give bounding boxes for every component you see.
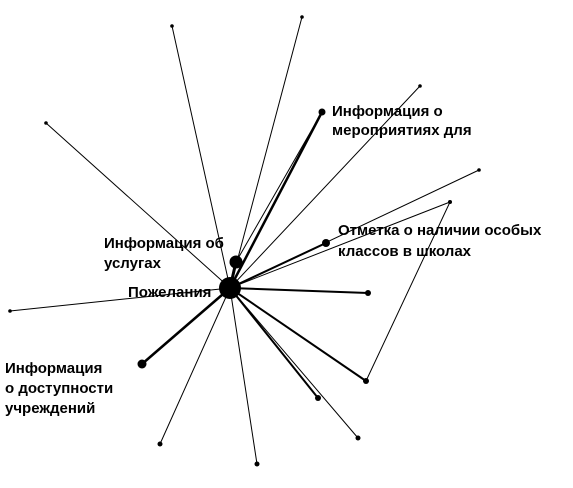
node xyxy=(418,84,422,88)
services-label-line2: услугах xyxy=(104,255,162,272)
thin-edges xyxy=(9,16,480,465)
node xyxy=(254,461,260,467)
labels: Информация о мероприятиях для Информация… xyxy=(5,103,542,417)
accessibility-node xyxy=(137,359,147,369)
edge xyxy=(229,287,369,294)
edge xyxy=(229,85,421,289)
edge xyxy=(229,287,367,382)
events-label-line1: Информация о xyxy=(332,103,443,120)
edge xyxy=(228,110,324,290)
node xyxy=(315,395,321,401)
classes-node xyxy=(322,239,330,247)
edge xyxy=(365,201,451,382)
center-label: Пожелания xyxy=(128,284,211,301)
classes-label-line1: Отметка о наличии особых xyxy=(338,222,542,239)
accessibility-label-line2: о доступности xyxy=(5,380,113,397)
edge xyxy=(229,242,327,289)
node xyxy=(477,168,481,172)
events-label-line2: мероприятиях для xyxy=(332,122,472,139)
edge xyxy=(171,25,231,289)
edge xyxy=(45,122,231,289)
nodes xyxy=(8,15,481,467)
node xyxy=(448,200,452,204)
node xyxy=(363,378,369,384)
edge xyxy=(229,201,451,289)
edge xyxy=(9,287,231,312)
node xyxy=(355,435,361,441)
node xyxy=(170,24,174,28)
node xyxy=(365,290,371,296)
node xyxy=(44,121,48,125)
services-node xyxy=(229,255,243,269)
edge xyxy=(229,16,303,289)
accessibility-label-line1: Информация xyxy=(5,360,102,377)
edge xyxy=(229,287,258,465)
node xyxy=(8,309,12,313)
edge xyxy=(140,286,232,366)
edge xyxy=(229,287,319,399)
services-label-line1: Информация об xyxy=(104,235,224,252)
node xyxy=(300,15,304,19)
events-node xyxy=(318,108,326,116)
thick-edges xyxy=(140,110,369,399)
node xyxy=(157,441,163,447)
edge xyxy=(159,287,231,445)
classes-label-line2: классов в школах xyxy=(338,243,472,260)
center-node xyxy=(219,277,241,299)
accessibility-label-line3: учреждений xyxy=(5,400,95,417)
edge xyxy=(229,287,359,439)
